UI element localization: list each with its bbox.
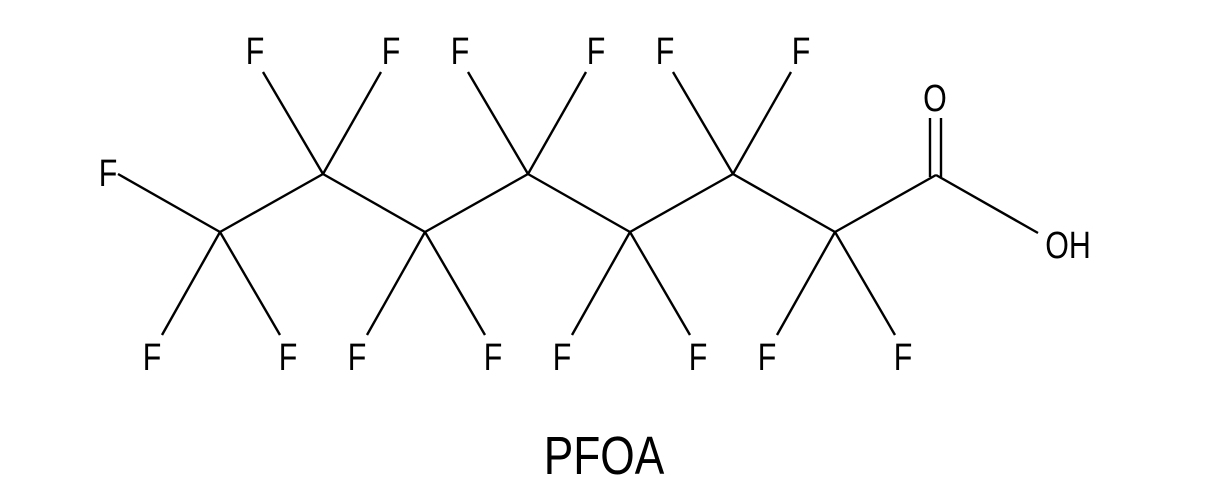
fluorine-atom-label: F xyxy=(348,337,367,379)
carbon-fluorine-bond xyxy=(117,172,221,234)
carbon-fluorine-bond xyxy=(160,231,222,336)
hydroxyl-group-label: OH xyxy=(1045,225,1091,267)
fluorine-atom-label: F xyxy=(656,31,675,73)
bonds xyxy=(117,71,1039,336)
fluorine-atom-label: F xyxy=(382,31,401,73)
carbon-carbon-bond xyxy=(834,173,937,234)
carbon-carbon-bond xyxy=(424,172,529,234)
fluorine-atom-label: F xyxy=(894,337,913,379)
carbon-fluorine-bond xyxy=(628,231,692,336)
carbon-fluorine-bond xyxy=(261,71,325,175)
carbon-fluorine-bond xyxy=(365,231,427,336)
carbon-fluorine-bond xyxy=(321,71,383,175)
fluorine-atom-label: F xyxy=(451,31,470,73)
carbon-carbon-bond xyxy=(732,172,836,234)
fluorine-atom-label: F xyxy=(143,337,162,379)
fluorine-atom-label: F xyxy=(587,31,606,73)
carbon-fluorine-bond xyxy=(526,71,588,175)
carbon-fluorine-bond xyxy=(775,231,837,336)
fluorine-atom-label: F xyxy=(99,153,118,195)
atom-labels: F F F F F F F F F F F F F F F O OH xyxy=(99,31,1091,379)
fluorine-atom-label: F xyxy=(792,31,811,73)
carbon-fluorine-bond xyxy=(833,231,897,336)
carbon-fluorine-bond xyxy=(731,71,793,175)
fluorine-atom-label: F xyxy=(484,337,503,379)
carbon-fluorine-bond xyxy=(466,71,530,175)
carbon-fluorine-bond xyxy=(570,231,632,336)
carbon-carbon-bond xyxy=(219,172,324,234)
carbon-fluorine-bond xyxy=(423,231,487,336)
fluorine-atom-label: F xyxy=(553,337,572,379)
fluorine-atom-label: F xyxy=(246,31,265,73)
carbon-fluorine-bond xyxy=(218,231,282,336)
carbon-carbon-bond xyxy=(629,172,734,234)
carbon-carbon-bond xyxy=(322,172,426,234)
oxygen-atom-label: O xyxy=(923,78,947,120)
fluorine-atom-label: F xyxy=(279,337,298,379)
fluorine-atom-label: F xyxy=(689,337,708,379)
molecule-name-title: PFOA xyxy=(544,426,665,486)
carbon-carbon-bond xyxy=(527,172,631,234)
carbon-fluorine-bond xyxy=(671,71,735,175)
carbon-hydroxyl-bond xyxy=(935,173,1039,235)
fluorine-atom-label: F xyxy=(758,337,777,379)
